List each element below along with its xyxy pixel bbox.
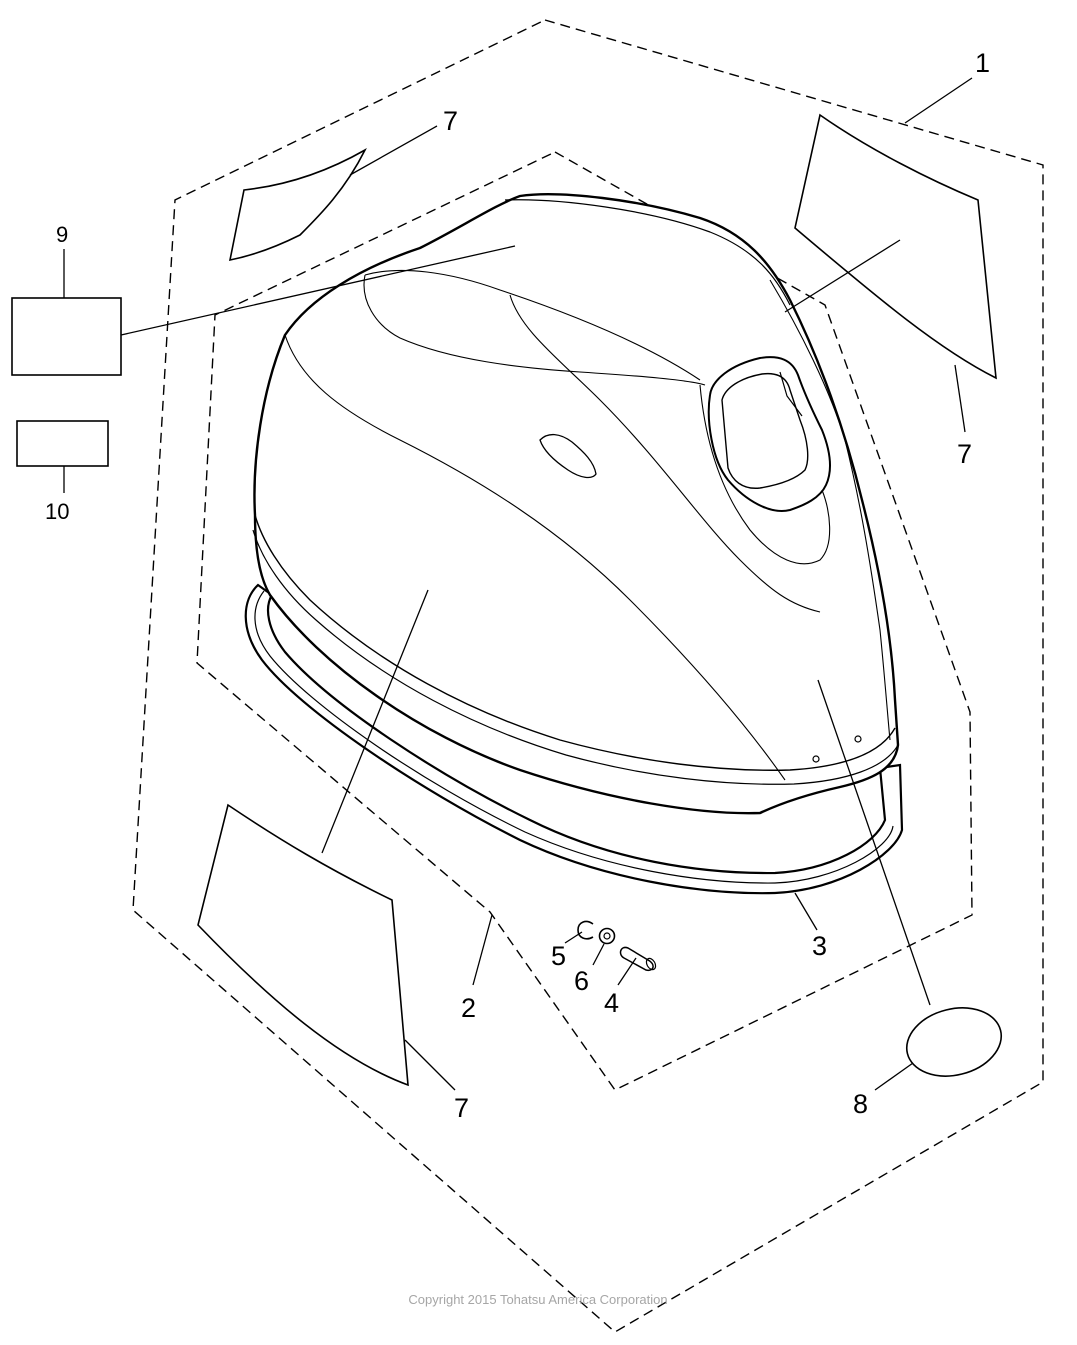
inner-assembly-boundary (196, 151, 973, 1091)
mount-hole-2 (854, 735, 862, 743)
seal-ring-outer (244, 583, 904, 895)
seal-ring-inner (254, 590, 894, 884)
air-intake-surround (699, 384, 831, 565)
mount-hole-1 (812, 755, 820, 763)
cover-rim-band-2 (252, 529, 899, 785)
callout-7-right: 7 (957, 439, 972, 469)
outer-assembly-boundary (132, 19, 1044, 1333)
leader-8 (874, 1062, 914, 1091)
callout-7-bottom-left: 7 (454, 1093, 469, 1123)
callout-8: 8 (853, 1089, 868, 1119)
emblem-8 (905, 1007, 1003, 1077)
leader-6 (592, 943, 605, 966)
callout-3: 3 (812, 931, 827, 961)
cover-crest-line (363, 274, 706, 386)
label-10-rect (16, 420, 109, 467)
leader-3-to-cover (817, 679, 931, 1006)
leader-4 (617, 957, 637, 986)
decal-7-top-left (228, 147, 367, 262)
handle-recess (539, 433, 597, 479)
pin-4 (619, 946, 654, 972)
cover-top-contour (504, 199, 791, 306)
clip-5 (577, 920, 594, 940)
washer-6-inner (603, 932, 611, 940)
air-intake-bevel (779, 371, 803, 417)
callout-4: 4 (604, 988, 619, 1018)
cover-rim-band (254, 514, 896, 771)
leader-7-top-left (349, 125, 438, 176)
callout-10: 10 (45, 499, 69, 524)
cover-sweep-line-2 (284, 334, 786, 781)
leader-2 (472, 914, 493, 986)
copyright-text: Copyright 2015 Tohatsu America Corporati… (408, 1292, 667, 1307)
callout-1: 1 (975, 48, 990, 78)
callout-7-top-left: 7 (443, 106, 458, 136)
callout-2: 2 (461, 993, 476, 1023)
leader-7-right-to-cover (784, 239, 901, 313)
decal-7-bottom-left (197, 803, 409, 1087)
callout-5: 5 (551, 941, 566, 971)
leader-7-bottom-left (404, 1039, 456, 1091)
air-intake-inner (721, 372, 809, 489)
callout-9: 9 (56, 222, 68, 247)
decal-7-right (794, 113, 997, 380)
washer-6-outer (598, 927, 616, 945)
leader-7-bottom-left-to-cover (321, 589, 429, 854)
callout-6: 6 (574, 966, 589, 996)
leader-3 (794, 892, 818, 931)
cover-sweep-line (509, 294, 821, 613)
label-9-rect (11, 297, 122, 376)
leader-5 (564, 931, 583, 944)
leader-lines (63, 77, 973, 1091)
leader-7-right (954, 364, 966, 433)
cover-side-line (769, 279, 891, 741)
engine-cover-body (253, 193, 900, 815)
pin-4-end (645, 957, 657, 971)
leader-9-to-cover (120, 245, 516, 336)
leader-1 (904, 77, 973, 124)
